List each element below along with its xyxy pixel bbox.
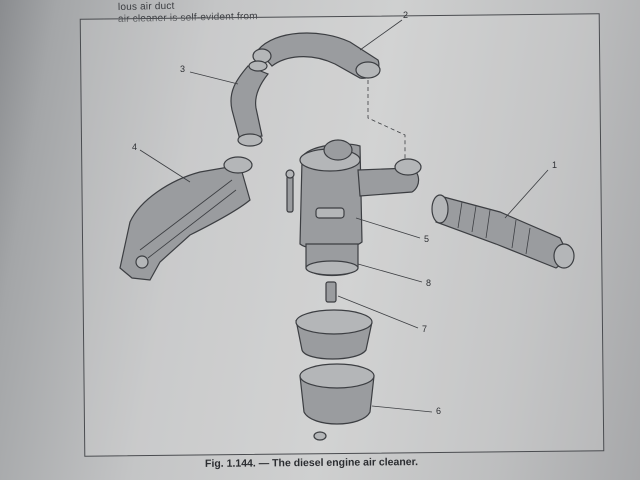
bowl-part-6	[299, 363, 375, 441]
mounting-bolt	[285, 169, 295, 213]
callout-3: 3	[180, 64, 185, 74]
callout-4: 4	[132, 142, 137, 152]
flexible-hose-part-1	[431, 194, 575, 269]
bowl-upper	[295, 309, 373, 360]
figure-caption: Fig. 1.144. — The diesel engine air clea…	[204, 456, 419, 470]
callout-8: 8	[426, 278, 431, 288]
callout-2: 2	[403, 10, 408, 20]
cleaner-body-part-5	[299, 139, 422, 251]
drain-nipple-part-7	[325, 281, 337, 303]
intake-box-part-4	[119, 156, 253, 281]
callout-6: 6	[436, 406, 441, 416]
filter-cylinder-part-8	[305, 243, 359, 277]
callout-7: 7	[422, 324, 427, 334]
hose-part-3	[230, 60, 269, 147]
callout-5: 5	[424, 234, 429, 244]
intake-pipe-part-2	[252, 32, 406, 160]
callout-1: 1	[552, 160, 557, 170]
